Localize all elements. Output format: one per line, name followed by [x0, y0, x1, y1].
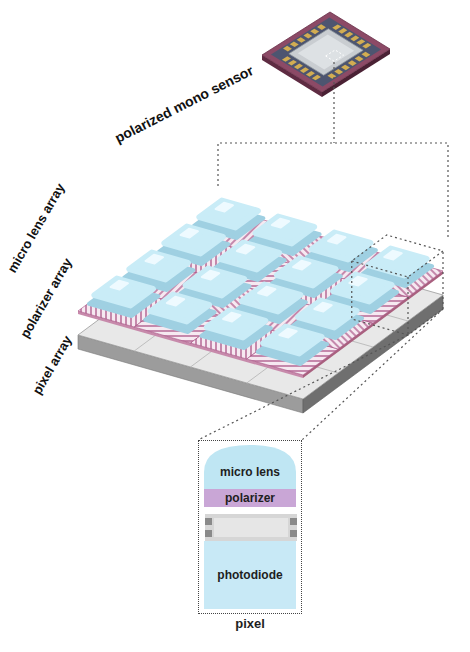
- chip-pad: [355, 56, 364, 62]
- metal-block: [205, 530, 212, 537]
- wiring-layer: [205, 514, 297, 541]
- micro-lens-top: [94, 279, 152, 306]
- chip-pad: [306, 71, 315, 77]
- pixel-label: pixel: [199, 616, 301, 632]
- micro-lens-top: [298, 301, 356, 328]
- guide-lines: [198, 62, 448, 440]
- sensor-die: [289, 29, 363, 75]
- micro-lens-top: [207, 311, 265, 338]
- micro-lens-top: [199, 201, 257, 228]
- micro-lens-shine: [167, 297, 184, 306]
- chip-pad: [350, 35, 359, 41]
- micro-lens-top: [256, 217, 314, 244]
- polarizer-band-fill: [204, 489, 296, 507]
- layer-label: polarizer array: [17, 255, 75, 340]
- micro-lens-shine: [111, 281, 128, 290]
- micro-lens-shine: [181, 229, 198, 238]
- micro-lens-top: [129, 253, 187, 280]
- chip-pad: [283, 46, 292, 52]
- chip-pad: [356, 39, 365, 45]
- micro-lens-shine: [216, 203, 233, 212]
- micro-lens-top: [263, 327, 321, 354]
- part-label: photodiode: [217, 568, 282, 582]
- cell-outline: [352, 251, 443, 335]
- chip-pad: [327, 73, 336, 79]
- chip-substrate: [271, 18, 381, 87]
- zoom-line: [198, 335, 408, 440]
- chip-pad: [297, 37, 306, 43]
- chip-pad: [288, 60, 297, 66]
- micro-lens-top: [242, 285, 300, 312]
- micro-lens-shine: [202, 271, 219, 280]
- micro-lens-top: [368, 249, 426, 276]
- sensor-chip: [262, 12, 390, 97]
- pixel-section: [205, 506, 297, 541]
- zoom-line: [302, 309, 443, 440]
- chip-pad: [332, 24, 341, 30]
- pixel-array-top: [78, 231, 443, 399]
- micro-lens-top: [164, 227, 222, 254]
- micro-lens-shine: [223, 313, 240, 322]
- layer-label: pixel array: [29, 333, 75, 397]
- micro-lens-shine: [293, 261, 310, 270]
- micro-lens-shine: [279, 329, 296, 338]
- chip-pad: [362, 43, 371, 49]
- micro-lens-dome-fill: [204, 445, 296, 489]
- chip-pad: [348, 60, 357, 66]
- micro-lens-top: [312, 233, 370, 260]
- chip-pad: [344, 32, 353, 38]
- chip-pad: [341, 65, 350, 71]
- layer-stack: [78, 201, 443, 413]
- chip-pad: [317, 24, 326, 30]
- cell-outline: [352, 235, 443, 277]
- chip-pad: [282, 56, 291, 62]
- micro-lens-shine: [384, 251, 401, 260]
- micro-lens-shine: [314, 303, 331, 312]
- chip-pad: [303, 33, 312, 39]
- micro-lens-shine: [237, 245, 254, 254]
- part-label: polarizer: [225, 491, 275, 505]
- photodiode-box-fill: [204, 541, 296, 609]
- micro-lens-shine: [328, 235, 345, 244]
- chip-pad: [310, 29, 319, 35]
- micro-lens-top: [333, 275, 391, 302]
- micro-lens-dome: micro lens: [204, 445, 296, 489]
- micro-lens-top: [186, 269, 244, 296]
- micro-lens-top: [221, 243, 279, 270]
- micro-lens-shine: [258, 287, 275, 296]
- micro-lens-top: [151, 295, 209, 322]
- chip-pad: [300, 67, 309, 73]
- micro-lens-shine: [272, 219, 289, 228]
- metal-block: [290, 518, 297, 525]
- guide-line: [218, 143, 448, 238]
- metal-block: [290, 530, 297, 537]
- chip-pad: [290, 42, 299, 48]
- micro-lens-shine: [146, 255, 163, 264]
- cell-outline: [407, 277, 408, 335]
- micro-lens-top: [277, 259, 335, 286]
- wiring-core: [214, 518, 288, 537]
- part-label: micro lens: [220, 455, 280, 479]
- chip-pad: [361, 52, 370, 58]
- photodiode-box: photodiode: [204, 541, 296, 609]
- chip-pad: [294, 64, 303, 70]
- chip-pad: [312, 75, 321, 81]
- comb-layer: [205, 506, 297, 514]
- die-highlight: [326, 50, 344, 61]
- metal-block: [205, 518, 212, 525]
- sensor-label: polarized mono sensor: [112, 62, 256, 146]
- chip-pad: [338, 28, 347, 34]
- pixel-outline: micro lenspolarizerphotodiodepixel: [198, 440, 302, 614]
- chip-pad: [334, 69, 343, 75]
- guide-line: [333, 62, 334, 143]
- chip-top: [262, 12, 390, 92]
- die-area: [298, 34, 354, 69]
- polarizer-band: polarizer: [204, 489, 296, 507]
